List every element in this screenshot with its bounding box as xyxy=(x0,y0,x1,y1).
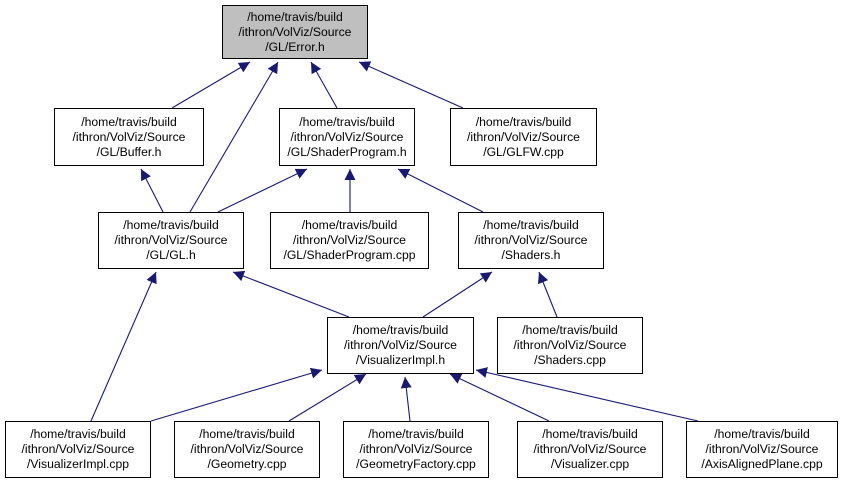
node-label-line: /home/travis/build xyxy=(30,427,126,441)
node-label-line: /GeometryFactory.cpp xyxy=(356,457,476,471)
node-label-line: /ithron/VolViz/Source xyxy=(467,129,580,144)
node-label-line: /Visualizer.cpp xyxy=(550,457,630,471)
node-label-line: /AxisAlignedPlane.cpp xyxy=(701,457,823,471)
node-label-line: /GL/ShaderProgram.h xyxy=(287,144,407,159)
edge-visualizerimpl_h-to-shaders_h xyxy=(422,271,493,318)
node-gl-h[interactable]: /home/travis/build/ithron/VolViz/Source/… xyxy=(98,212,244,269)
node-label-line: /home/travis/build xyxy=(199,427,295,441)
edge-axisalignedplane_cpp-to-visualizerimpl_h xyxy=(475,367,699,422)
node-label-line: /Shaders.h xyxy=(501,248,561,262)
node-shaders-h[interactable]: /home/travis/build/ithron/VolViz/Source/… xyxy=(458,212,604,269)
node-visualizer-cpp[interactable]: /home/travis/build/ithron/VolViz/Source/… xyxy=(517,421,663,478)
node-visualizerimpl-h[interactable]: /home/travis/build/ithron/VolViz/Source/… xyxy=(327,317,474,374)
node-label-line: /ithron/VolViz/Source xyxy=(474,233,588,247)
edge-gl_h-to-error_h xyxy=(189,61,279,213)
edge-visualizerimpl_h-to-gl_h xyxy=(232,270,350,318)
node-label-line: /ithron/VolViz/Source xyxy=(238,24,352,39)
node-label-line: /home/travis/build xyxy=(301,218,398,232)
node-buffer-h[interactable]: /home/travis/build/ithron/VolViz/Source/… xyxy=(54,108,204,166)
edge-gl_h-to-buffer_h xyxy=(140,168,164,213)
node-label-line: /Geometry.cpp xyxy=(207,457,287,471)
node-label-line: /ithron/VolViz/Source xyxy=(114,233,228,247)
node-shaders-cpp[interactable]: /home/travis/build/ithron/VolViz/Source/… xyxy=(497,317,643,374)
edge-geometryfactory_cpp-to-visualizerimpl_h xyxy=(400,376,412,422)
node-label-line: /GL/Buffer.h xyxy=(96,144,162,159)
node-label-line: /home/travis/build xyxy=(81,114,177,129)
node-visualizerimpl-cpp[interactable]: /home/travis/build/ithron/VolViz/Source/… xyxy=(5,421,151,478)
node-label-line: /ithron/VolViz/Source xyxy=(344,338,457,352)
node-label-line: /GL/GLFW.cpp xyxy=(483,144,564,159)
node-label-line: /ithron/VolViz/Source xyxy=(72,129,186,144)
edge-gl_h-to-shaderprogram_h xyxy=(217,168,308,213)
node-geometry-cpp[interactable]: /home/travis/build/ithron/VolViz/Source/… xyxy=(174,421,320,478)
edge-shaderprogram_h-to-error_h xyxy=(310,61,338,109)
node-label-line: /home/travis/build xyxy=(368,427,464,441)
node-label-line: /ithron/VolViz/Source xyxy=(293,233,406,247)
node-label-line: /ithron/VolViz/Source xyxy=(359,442,473,456)
node-label-line: /ithron/VolViz/Source xyxy=(21,442,135,456)
node-label-line: /ithron/VolViz/Source xyxy=(533,442,647,456)
edge-visualizerimpl_cpp-to-visualizerimpl_h xyxy=(150,367,323,422)
node-label-line: /GL/GL.h xyxy=(146,248,196,262)
node-label-line: /GL/ShaderProgram.cpp xyxy=(283,248,416,262)
node-label-line: /home/travis/build xyxy=(483,218,579,232)
node-geometryfactory-cpp[interactable]: /home/travis/build/ithron/VolViz/Source/… xyxy=(343,421,489,478)
edge-glfw_cpp-to-error_h xyxy=(358,61,464,109)
edge-shaders_cpp-to-shaders_h xyxy=(537,271,558,318)
node-label-line: /ithron/VolViz/Source xyxy=(705,442,819,456)
edge-shaders_h-to-shaderprogram_h xyxy=(397,168,484,213)
edge-visualizerimpl_cpp-to-gl_h xyxy=(90,271,157,422)
node-axisalignedplane-cpp[interactable]: /home/travis/build/ithron/VolViz/Source/… xyxy=(686,421,838,478)
node-label-line: /ithron/VolViz/Source xyxy=(190,442,304,456)
edge-geometry_cpp-to-visualizerimpl_h xyxy=(288,373,367,422)
node-label-line: /home/travis/build xyxy=(542,427,638,441)
node-shaderprogram-h[interactable]: /home/travis/build/ithron/VolViz/Source/… xyxy=(279,108,415,166)
node-label-line: /Shaders.cpp xyxy=(534,353,606,367)
node-error-h: /home/travis/build/ithron/VolViz/Source/… xyxy=(222,5,368,59)
node-label-line: /ithron/VolViz/Source xyxy=(513,338,627,352)
node-label-line: /home/travis/build xyxy=(522,323,618,337)
node-label-line: /VisualizerImpl.cpp xyxy=(26,457,130,471)
node-shaderprogram-cpp[interactable]: /home/travis/build/ithron/VolViz/Source/… xyxy=(270,212,429,269)
node-label-line: /home/travis/build xyxy=(299,114,395,129)
node-label-line: /home/travis/build xyxy=(714,427,810,441)
edge-buffer_h-to-error_h xyxy=(171,61,251,109)
node-glfw-cpp[interactable]: /home/travis/build/ithron/VolViz/Source/… xyxy=(450,108,597,166)
node-label-line: /home/travis/build xyxy=(352,323,449,337)
node-label-line: /home/travis/build xyxy=(475,114,572,129)
edge-visualizer_cpp-to-visualizerimpl_h xyxy=(449,373,550,422)
node-label-line: /ithron/VolViz/Source xyxy=(290,129,404,144)
node-label-line: /home/travis/build xyxy=(247,9,343,24)
node-label-line: /VisualizerImpl.h xyxy=(355,353,446,367)
node-label-line: /GL/Error.h xyxy=(265,39,325,54)
node-label-line: /home/travis/build xyxy=(123,218,219,232)
